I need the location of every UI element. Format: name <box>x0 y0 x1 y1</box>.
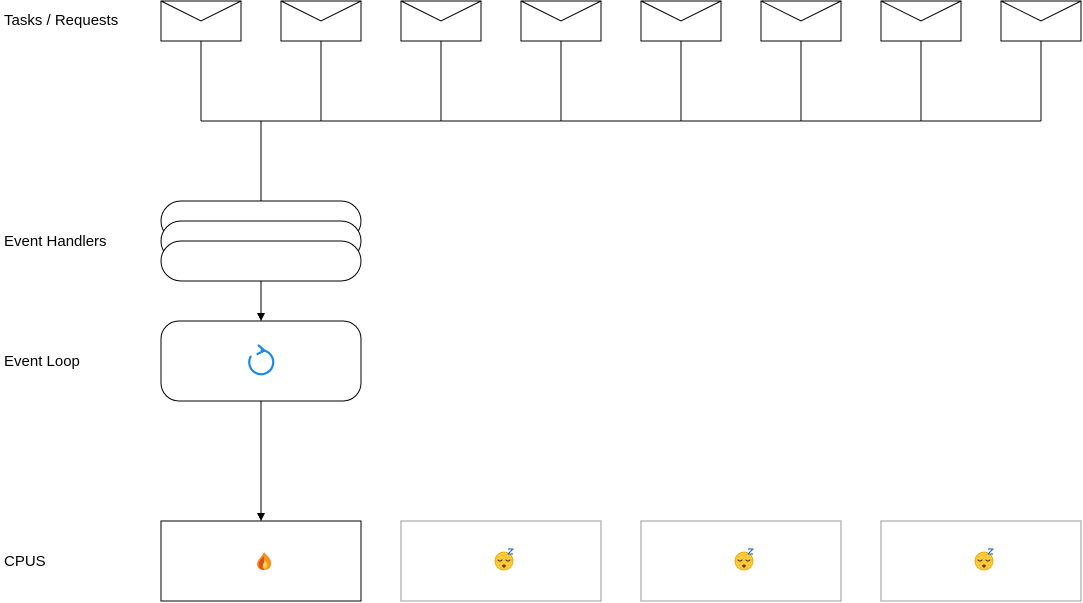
task-envelope <box>280 0 362 42</box>
event-loop-box <box>160 320 362 402</box>
task-envelope <box>400 0 482 42</box>
refresh-icon <box>248 344 275 376</box>
task-envelope <box>520 0 602 42</box>
event-handler <box>160 240 362 282</box>
fire-icon <box>257 552 272 570</box>
task-envelope <box>760 0 842 42</box>
cpu-box-idle <box>640 520 842 602</box>
sleeping-face-icon <box>494 548 514 571</box>
event-handlers-label: Event Handlers <box>4 233 107 250</box>
cpu-box-busy <box>160 520 362 602</box>
tasks-group <box>160 0 1082 121</box>
tasks-requests-label: Tasks / Requests <box>4 12 119 29</box>
cpu-box-idle <box>880 520 1082 602</box>
sleeping-face-icon <box>974 548 994 571</box>
cpus-group <box>160 520 1082 602</box>
event-loop-label: Event Loop <box>4 353 80 370</box>
task-envelope <box>1000 0 1082 42</box>
cpus-label: CPUS <box>4 553 46 570</box>
event-handlers-stack <box>160 200 362 282</box>
task-envelope <box>640 0 722 42</box>
cpu-box-idle <box>400 520 602 602</box>
task-envelope <box>880 0 962 42</box>
sleeping-face-icon <box>734 548 754 571</box>
task-envelope <box>160 0 242 42</box>
